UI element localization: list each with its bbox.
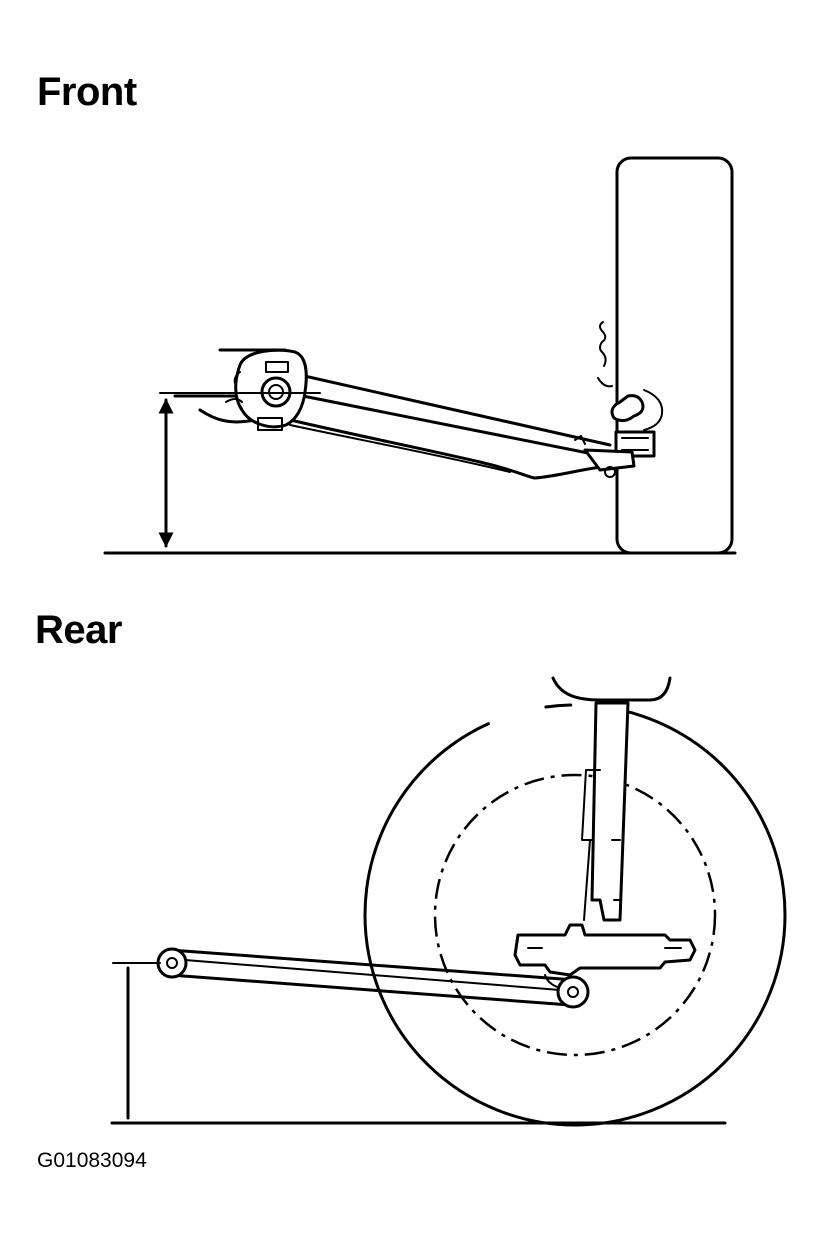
front-lower-arm bbox=[280, 373, 636, 480]
rear-wheel bbox=[363, 703, 787, 1127]
front-arm-bushing bbox=[173, 348, 308, 431]
rear-strut bbox=[551, 676, 672, 922]
rear-lower-link bbox=[156, 947, 590, 1009]
rear-axle-carrier bbox=[513, 923, 697, 991]
front-section-title: Front bbox=[37, 70, 137, 114]
front-steering-knuckle bbox=[597, 321, 664, 458]
front-suspension-view bbox=[103, 156, 737, 555]
front-tire bbox=[615, 156, 734, 555]
rear-suspension-view bbox=[110, 676, 787, 1127]
figure-code: G01083094 bbox=[37, 1149, 147, 1172]
rear-section-title: Rear bbox=[35, 608, 122, 652]
